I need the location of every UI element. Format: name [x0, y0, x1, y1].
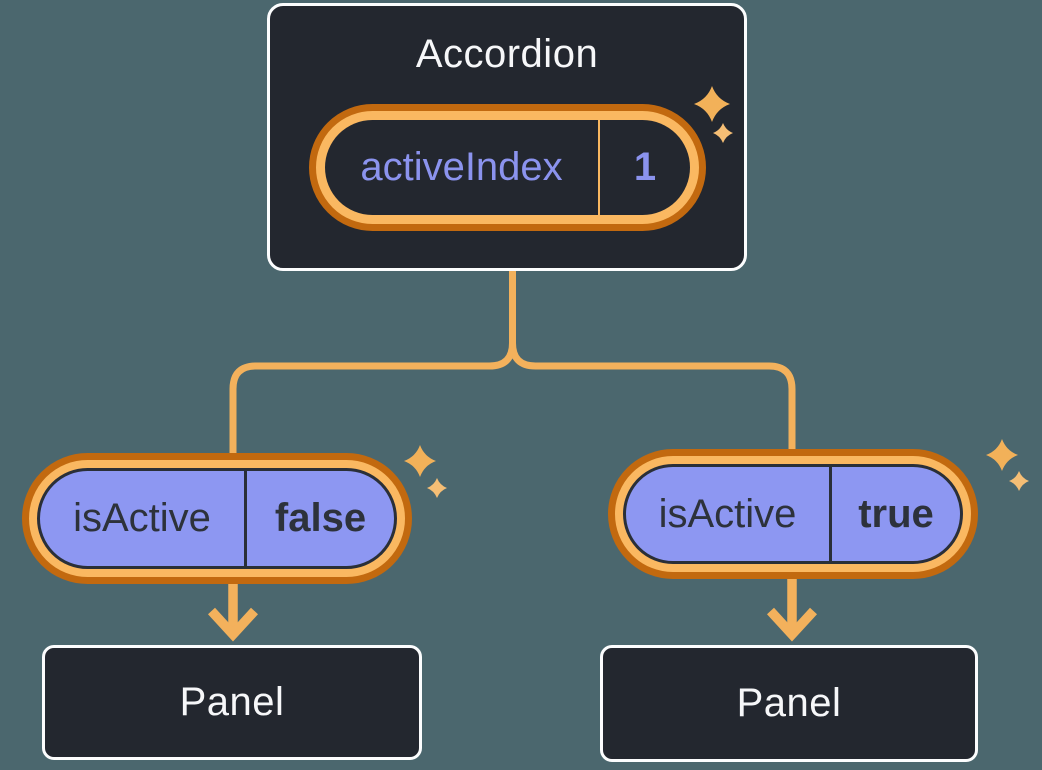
right-prop-pill-body: isActive true: [623, 464, 963, 564]
left-panel-node: Panel: [42, 645, 422, 760]
right-panel-title: Panel: [736, 681, 842, 725]
state-value-label: 1: [598, 120, 690, 215]
accordion-node-title: Accordion: [415, 32, 599, 76]
right-prop-name-label: isActive: [658, 491, 797, 536]
connector-right-branch: [509, 264, 796, 454]
left-is-active-prop-pill: isActive false: [22, 453, 412, 584]
right-is-active-prop-pill: isActive true: [608, 449, 978, 579]
sparkle-icon: [986, 439, 1018, 471]
accordion-node: Accordion activeIndex 1: [267, 3, 747, 271]
connector-left-branch: [229, 264, 516, 458]
active-index-state-pill: activeIndex 1: [309, 104, 706, 231]
sparkle-icon: [1009, 471, 1029, 491]
sparkle-icon: [404, 445, 436, 477]
left-prop-pill-body: isActive false: [37, 468, 397, 569]
right-panel-node: Panel: [600, 645, 978, 762]
sparkle-icon: [427, 478, 447, 498]
left-arrow-head: [207, 607, 259, 642]
right-prop-value-label: true: [829, 467, 960, 561]
state-name-label: activeIndex: [360, 145, 563, 189]
left-prop-value-label: false: [244, 471, 394, 566]
state-pill-body: activeIndex 1: [325, 120, 690, 215]
left-prop-name-label: isActive: [73, 496, 211, 540]
right-arrow-head: [766, 607, 818, 642]
left-panel-title: Panel: [179, 680, 285, 724]
